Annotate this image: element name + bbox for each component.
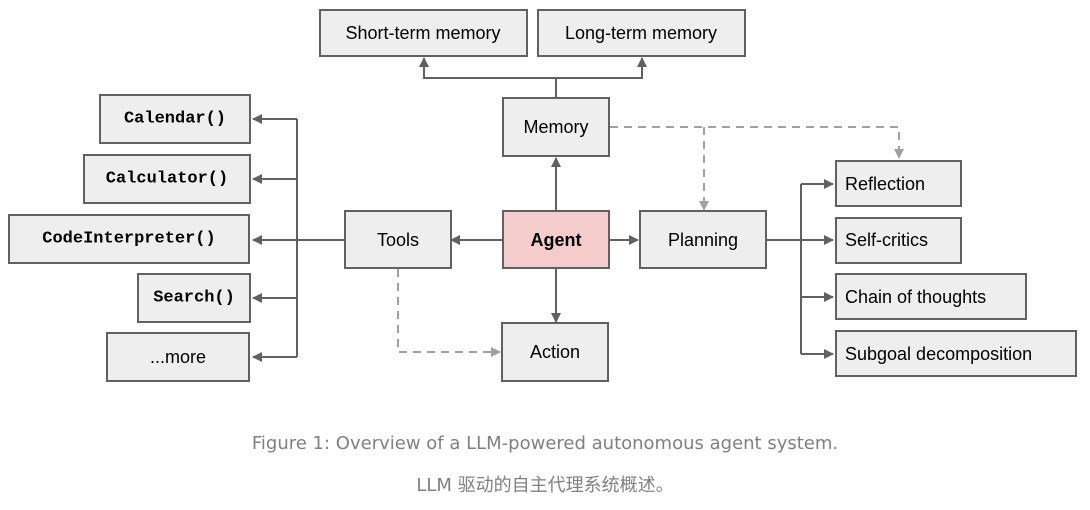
node-label: Memory [523, 117, 588, 137]
edge-tools-to-action-dashed [397, 269, 501, 357]
node-agent: Agent [502, 210, 610, 269]
node-calculator: Calculator() [83, 154, 251, 204]
node-label: Chain of thoughts [845, 287, 986, 307]
node-label: Reflection [845, 174, 925, 194]
edge-memory-dashed [610, 126, 904, 211]
node-label: Self-critics [845, 230, 928, 250]
node-label: CodeInterpreter() [42, 230, 215, 249]
node-calendar: Calendar() [99, 94, 251, 144]
node-action: Action [501, 322, 609, 382]
node-label: Calculator() [106, 170, 228, 189]
node-chain-of-thoughts: Chain of thoughts [835, 273, 1027, 320]
edge-memory-to-submemory [419, 57, 647, 98]
node-search: Search() [137, 273, 251, 323]
node-code-interpreter: CodeInterpreter() [8, 214, 250, 264]
node-label: Action [530, 342, 580, 362]
node-label: Calendar() [124, 110, 226, 129]
node-memory: Memory [502, 97, 610, 157]
agent-system-diagram: Short-term memory Long-term memory Memor… [8, 9, 1077, 382]
node-short-term-memory: Short-term memory [319, 9, 528, 57]
node-label: Short-term memory [345, 23, 500, 43]
node-label: Tools [377, 230, 419, 250]
node-reflection: Reflection [835, 160, 962, 207]
node-tools: Tools [344, 210, 452, 269]
node-subgoal-decomposition: Subgoal decomposition [835, 330, 1077, 377]
caption-chinese: LLM 驱动的自主代理系统概述。 [416, 475, 674, 496]
edge-tools-to-list [252, 114, 345, 362]
node-long-term-memory: Long-term memory [537, 9, 746, 57]
node-more: ...more [106, 332, 250, 382]
node-self-critics: Self-critics [835, 217, 962, 264]
edge-planning-to-list [767, 179, 834, 359]
node-label: ...more [150, 347, 206, 367]
node-label: Agent [531, 230, 582, 250]
node-planning: Planning [639, 210, 767, 269]
caption-english: Figure 1: Overview of a LLM-powered auto… [251, 433, 839, 454]
node-label: Search() [153, 289, 235, 308]
node-label: Long-term memory [565, 23, 717, 43]
node-label: Planning [668, 230, 738, 250]
node-label: Subgoal decomposition [845, 344, 1032, 364]
